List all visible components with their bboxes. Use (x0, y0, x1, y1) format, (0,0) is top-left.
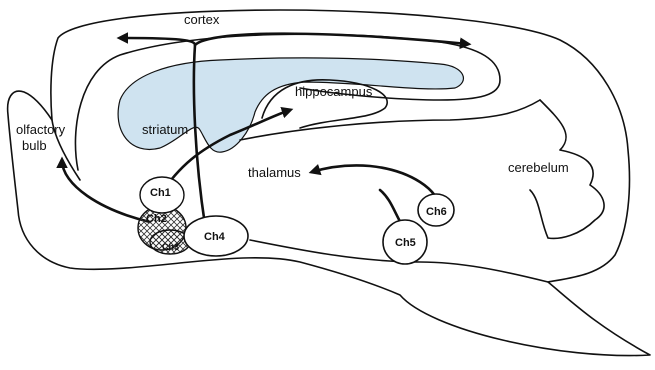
hippocampus-label: hippocampus (295, 84, 373, 99)
projection-to-olfactory-bulb (62, 160, 150, 222)
olfactory-bulb-label-line1: olfactory (16, 122, 66, 137)
striatum-region (118, 58, 463, 152)
ch4-label: Ch4 (204, 231, 226, 243)
cerebelum-label: cerebelum (508, 160, 569, 175)
ch3-label: Ch3 (162, 242, 179, 252)
ch5-label: Ch5 (395, 237, 416, 249)
olfactory-bulb-label-line2: bulb (22, 138, 47, 153)
thalamus-label: thalamus (248, 165, 301, 180)
cortex-label: cortex (184, 12, 220, 27)
striatum-label: striatum (142, 122, 188, 137)
projection-to-cortex-right (195, 34, 468, 45)
ch1-label: Ch1 (150, 187, 171, 199)
thalamus-boundary (240, 100, 540, 140)
ch6-label: Ch6 (426, 206, 447, 218)
ch2-label: Ch2 (146, 213, 167, 225)
